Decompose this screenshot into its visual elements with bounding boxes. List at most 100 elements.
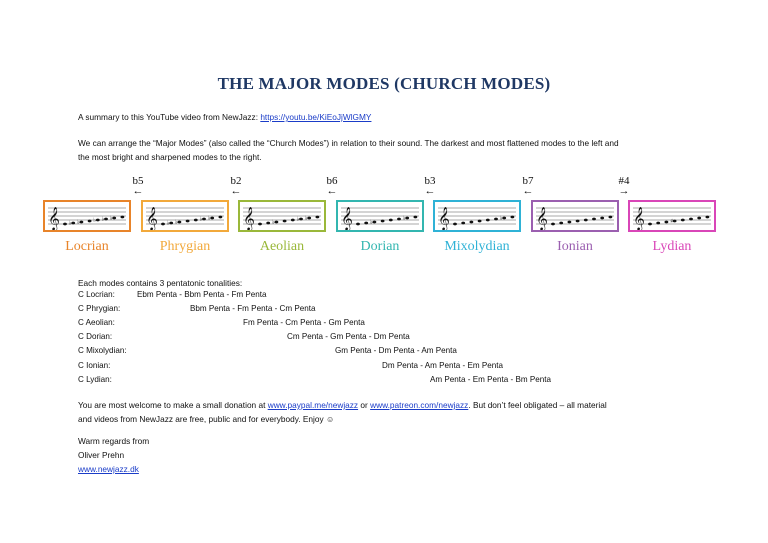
intro-text: A summary to this YouTube video from New… (78, 112, 261, 122)
paypal-link[interactable]: www.paypal.me/newjazz (267, 400, 359, 410)
treble-clef-icon: 𝄞 (146, 206, 158, 230)
note-head (656, 221, 661, 225)
mode-scale-box: 𝄞♭ (433, 200, 521, 232)
staff-notation-icon: 𝄞♭♭♭♭♭ (48, 206, 126, 230)
description-line-2: the most bright and sharpened modes to t… (78, 152, 262, 162)
mode-name: Locrian (65, 239, 109, 254)
mode-scale-box: 𝄞 ♭ ♭ (336, 200, 424, 232)
mode-scale-box: 𝄞♯ (628, 200, 716, 232)
flat-icon: ♭ (77, 219, 80, 226)
note-head (79, 220, 84, 224)
note-head (380, 219, 385, 223)
flat-icon: ♭ (500, 215, 503, 222)
treble-clef-icon: 𝄞 (341, 206, 353, 230)
pentatonic-mode-label: C Lydian: (78, 374, 112, 384)
note-head (202, 217, 206, 221)
interval-label: b5 (132, 175, 144, 187)
interval-marker: #4→ (604, 175, 644, 197)
pentatonic-mode-label: C Locrian: (78, 290, 115, 299)
arrow-left-icon: ← (230, 185, 242, 197)
flat-icon: ♭ (167, 220, 170, 227)
mode-name: Mixolydian (444, 239, 510, 254)
arrow-left-icon: ← (132, 185, 144, 197)
pentatonic-tonalities: Am Penta - Em Penta - Bm Penta (430, 374, 552, 384)
note-head (307, 216, 312, 220)
arrow-left-icon: ← (326, 185, 338, 197)
note-head (583, 218, 588, 222)
flat-icon: ♭ (69, 220, 72, 227)
note-head (477, 219, 482, 223)
mode-name: Ionian (557, 239, 593, 254)
pentatonic-tonalities: Ebm Penta - Bbm Penta - Fm Penta (137, 290, 267, 299)
note-head (705, 215, 710, 219)
pentatonic-tonalities: Fm Penta - Cm Penta - Gm Penta (243, 318, 365, 328)
note-head (485, 218, 490, 222)
flat-icon: ♭ (370, 219, 373, 226)
note-head (87, 219, 92, 223)
interval-marker: b6← (312, 175, 352, 197)
note-head (672, 219, 677, 223)
website-link[interactable]: www.newjazz.dk (78, 464, 139, 474)
note-head (266, 221, 271, 225)
note-head (372, 220, 377, 224)
youtube-link[interactable]: https://youtu.be/KiEoJjWlGMY (260, 112, 372, 122)
note-head (63, 222, 67, 226)
pentatonic-mode-label: C Ionian: (78, 360, 111, 370)
treble-clef-icon: 𝄞 (536, 206, 548, 230)
interval-label: b6 (326, 175, 338, 187)
arrow-right-icon: → (618, 185, 630, 197)
flat-icon: ♭ (403, 215, 406, 222)
author-name: Oliver Prehn (78, 450, 125, 460)
note-head (193, 218, 198, 222)
donation-text-pre: You are most welcome to make a small don… (78, 400, 268, 410)
regards-text: Warm regards from (78, 436, 150, 446)
note-head (169, 221, 174, 225)
intro-paragraph: A summary to this YouTube video from New… (78, 110, 371, 124)
note-head (364, 221, 369, 225)
interval-marker: b2← (216, 175, 256, 197)
note-head (397, 217, 401, 221)
interval-label: b3 (424, 175, 436, 187)
note-head (697, 216, 702, 220)
patreon-link[interactable]: www.patreon.com/newjazz (370, 400, 469, 410)
treble-clef-icon: 𝄞 (48, 206, 60, 230)
pentatonic-heading: Each modes contains 3 pentatonic tonalit… (78, 278, 243, 288)
pentatonic-tonalities: Bbm Penta - Fm Penta - Cm Penta (190, 304, 316, 314)
note-head (592, 217, 596, 221)
arrow-left-icon: ← (522, 185, 534, 197)
pentatonic-mode-label: C Phrygian: (78, 304, 121, 314)
flat-icon: ♭ (208, 215, 211, 222)
staff-notation-icon: 𝄞♭♭♭♭ (146, 206, 224, 230)
note-head (185, 219, 190, 223)
mode-scale-box: 𝄞 (531, 200, 619, 232)
note-head (161, 222, 165, 226)
flat-icon: ♭ (175, 219, 178, 226)
note-head (120, 215, 125, 219)
note-head (689, 217, 693, 221)
pentatonic-tonalities: Gm Penta - Dm Penta - Am Penta (335, 346, 457, 356)
note-head (71, 221, 76, 225)
note-head (405, 216, 410, 220)
mode-name: Lydian (652, 239, 692, 254)
note-head (210, 216, 215, 220)
note-head (218, 215, 223, 219)
flat-icon: ♭ (93, 217, 96, 224)
staff-notation-icon: 𝄞♯ (633, 206, 711, 230)
note-head (510, 215, 515, 219)
note-head (356, 222, 360, 226)
donation-text-mid: or (358, 400, 371, 410)
note-head (315, 215, 320, 219)
note-head (648, 222, 652, 226)
note-head (680, 218, 685, 222)
mode-scale-box: 𝄞♭♭♭♭♭ (43, 200, 131, 232)
interval-marker: b3← (410, 175, 450, 197)
treble-clef-icon: 𝄞 (633, 206, 645, 230)
note-head (551, 222, 555, 226)
flat-icon: ♭ (102, 216, 105, 223)
interval-label: b7 (522, 175, 534, 187)
donation-paragraph: You are most welcome to make a small don… (78, 398, 607, 412)
interval-marker: b5← (118, 175, 158, 197)
note-head (461, 221, 466, 225)
mode-scale-box: 𝄞♭♭♭♭ (141, 200, 229, 232)
note-head (274, 220, 279, 224)
